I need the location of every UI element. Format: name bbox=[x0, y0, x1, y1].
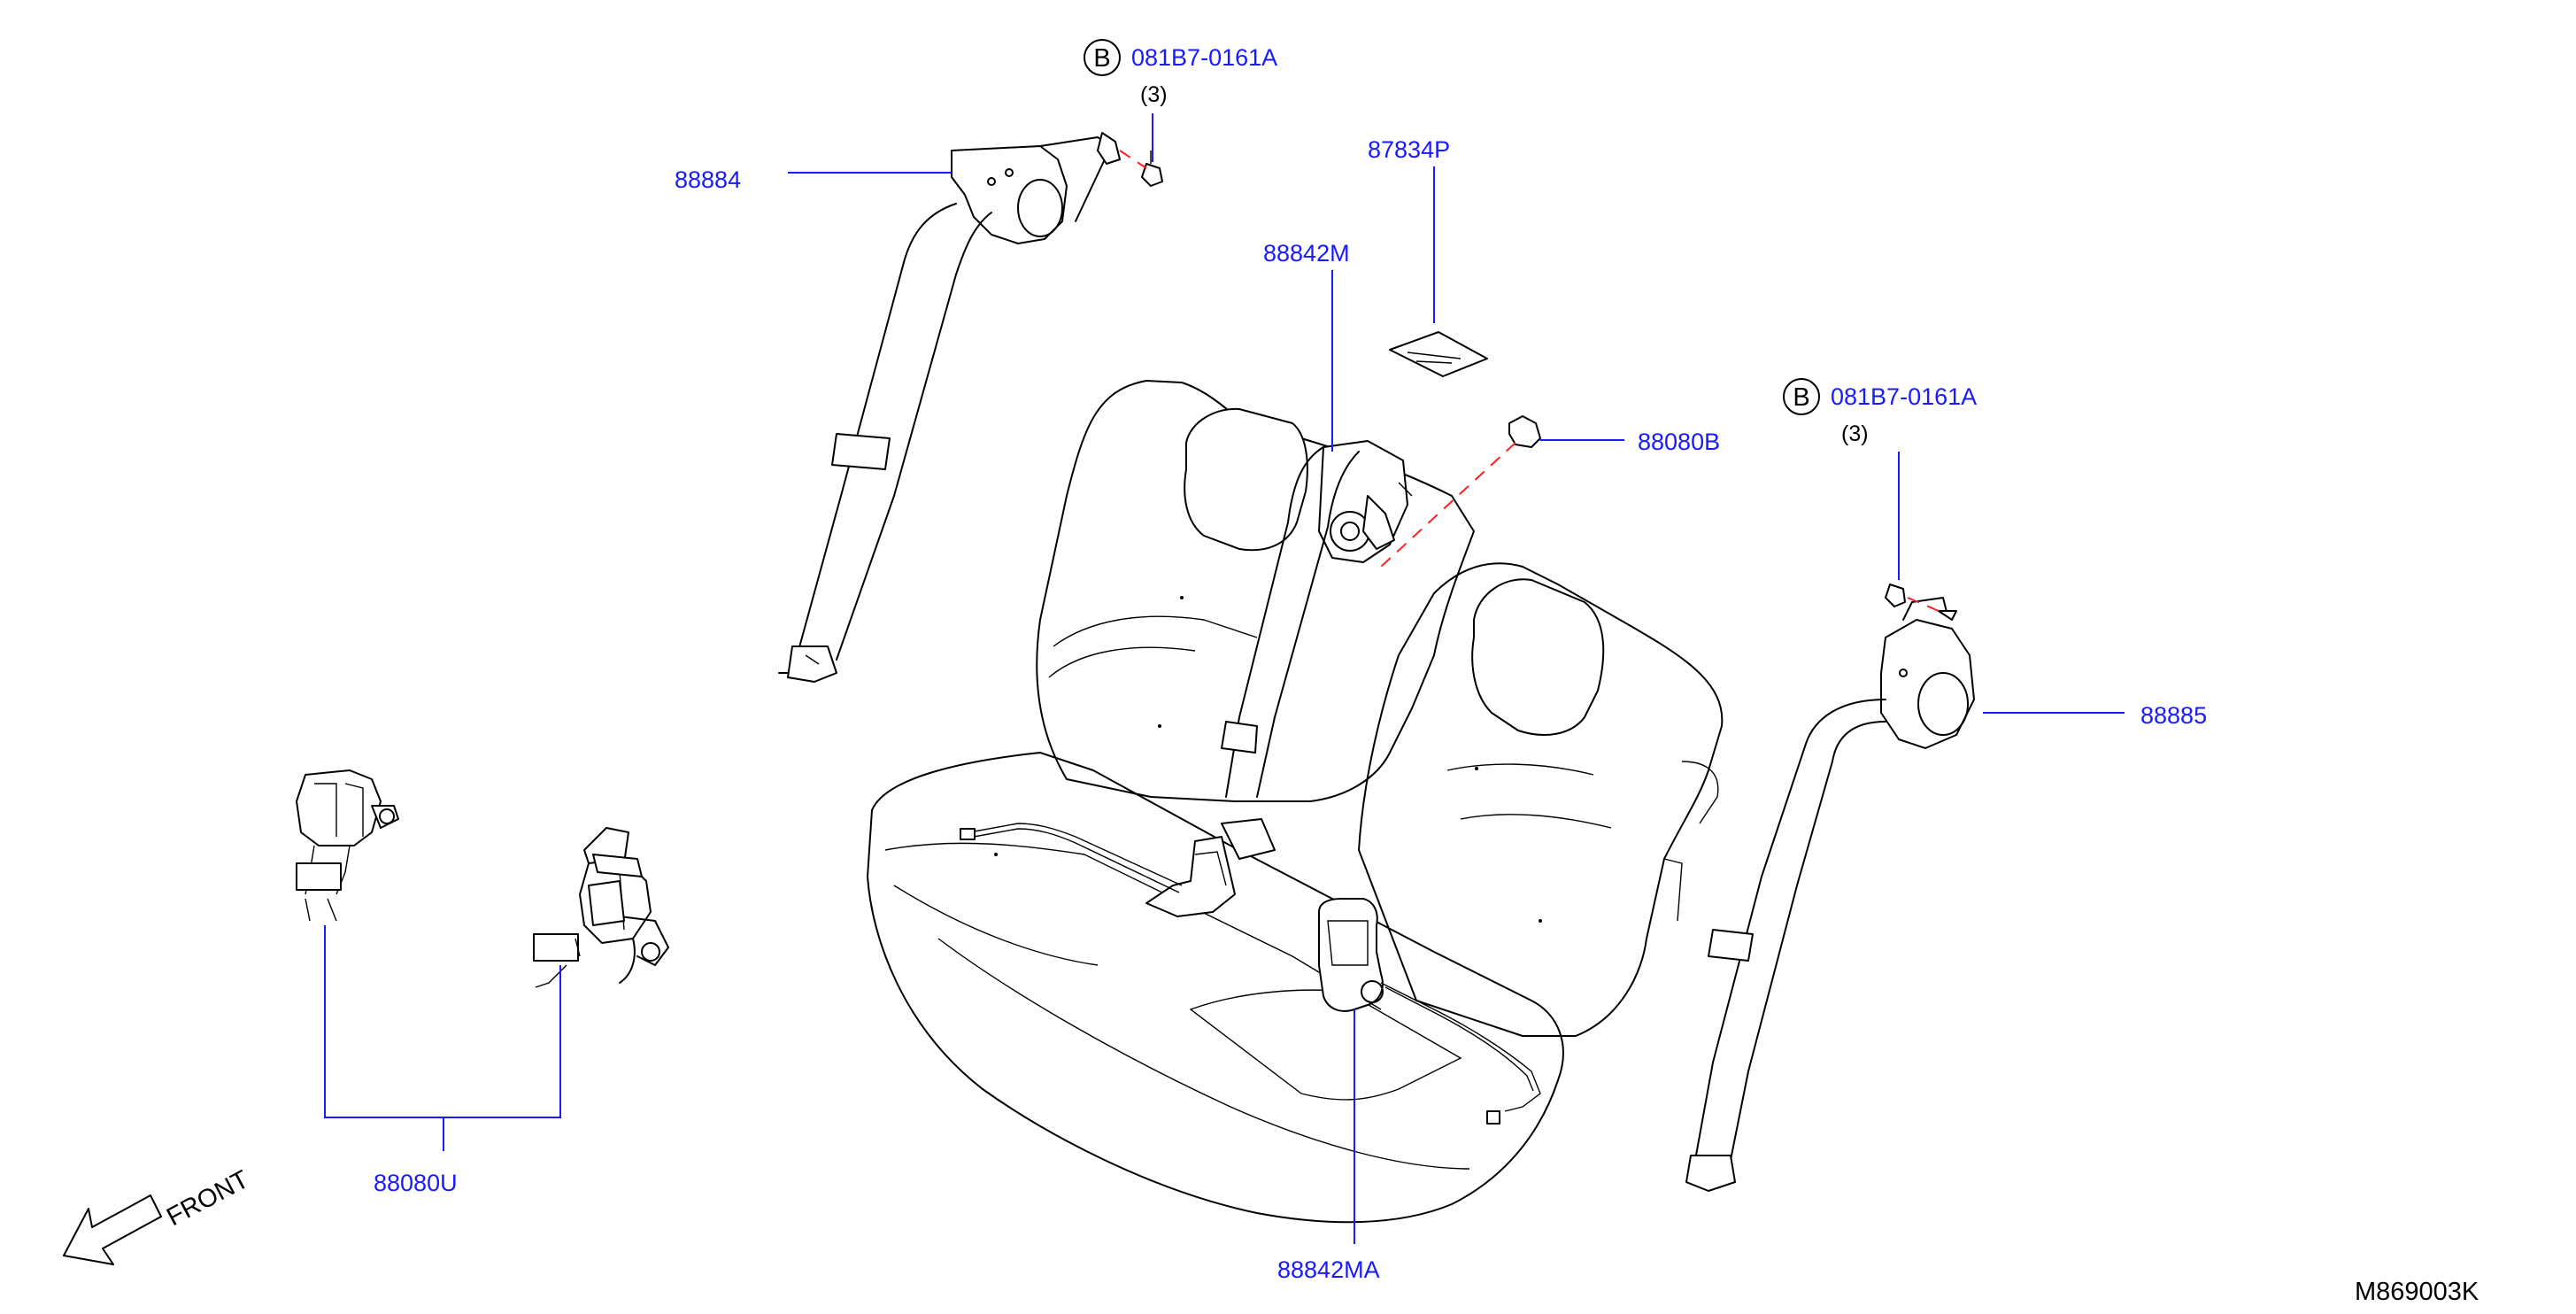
bolt-right-symbol: B bbox=[1793, 383, 1809, 412]
left-retractor-88884 bbox=[778, 132, 1121, 683]
leader-88080u bbox=[324, 925, 561, 1151]
hidden-line-bolt-right bbox=[1907, 597, 1940, 612]
child-anchor-88080u-left bbox=[296, 769, 399, 922]
bolt-top-qty: (3) bbox=[1140, 82, 1168, 107]
right-seat-buckle-88842ma bbox=[1318, 898, 1541, 1125]
bolt-top-symbol: B bbox=[1093, 44, 1110, 73]
circle-letter-icon bbox=[1783, 378, 1820, 415]
part-88842m-label: 88842M bbox=[1263, 240, 1350, 267]
left-seatback bbox=[1036, 380, 1475, 802]
part-88842ma-label: 88842MA bbox=[1277, 1256, 1380, 1283]
part-88885-label: 88885 bbox=[2140, 702, 2207, 729]
bolt-right bbox=[1885, 584, 1906, 607]
bolt-top-left bbox=[1141, 151, 1163, 187]
part-88884-label: 88884 bbox=[675, 166, 741, 193]
bolt-top-code: 081B7-0161A bbox=[1131, 44, 1277, 71]
hidden-line-cap bbox=[1380, 442, 1516, 568]
front-direction-label: FRONT bbox=[162, 1165, 253, 1232]
cap-88080b bbox=[1508, 415, 1541, 448]
part-88080b-label: 88080B bbox=[1638, 429, 1720, 455]
arrow-icon bbox=[63, 1194, 162, 1265]
part-87834p-label: 87834P bbox=[1368, 136, 1450, 163]
right-seatback bbox=[1358, 562, 1724, 1037]
diagram-code: M869003K bbox=[2355, 1278, 2480, 1306]
center-buckle-cable bbox=[960, 823, 1183, 893]
hidden-line-bolt-top bbox=[1119, 150, 1147, 169]
bolt-right-code: 081B7-0161A bbox=[1831, 383, 1977, 410]
trim-cover-87834p bbox=[1389, 331, 1488, 377]
right-retractor-88885 bbox=[1685, 597, 1975, 1192]
circle-letter-icon bbox=[1084, 39, 1121, 76]
center-seat-belt-88842m bbox=[1145, 440, 1413, 917]
part-88080u-label: 88080U bbox=[374, 1170, 458, 1196]
child-anchor-88080u-right bbox=[533, 827, 669, 988]
rear-seat-cushion bbox=[867, 752, 1564, 1224]
bolt-right-qty: (3) bbox=[1841, 421, 1869, 446]
